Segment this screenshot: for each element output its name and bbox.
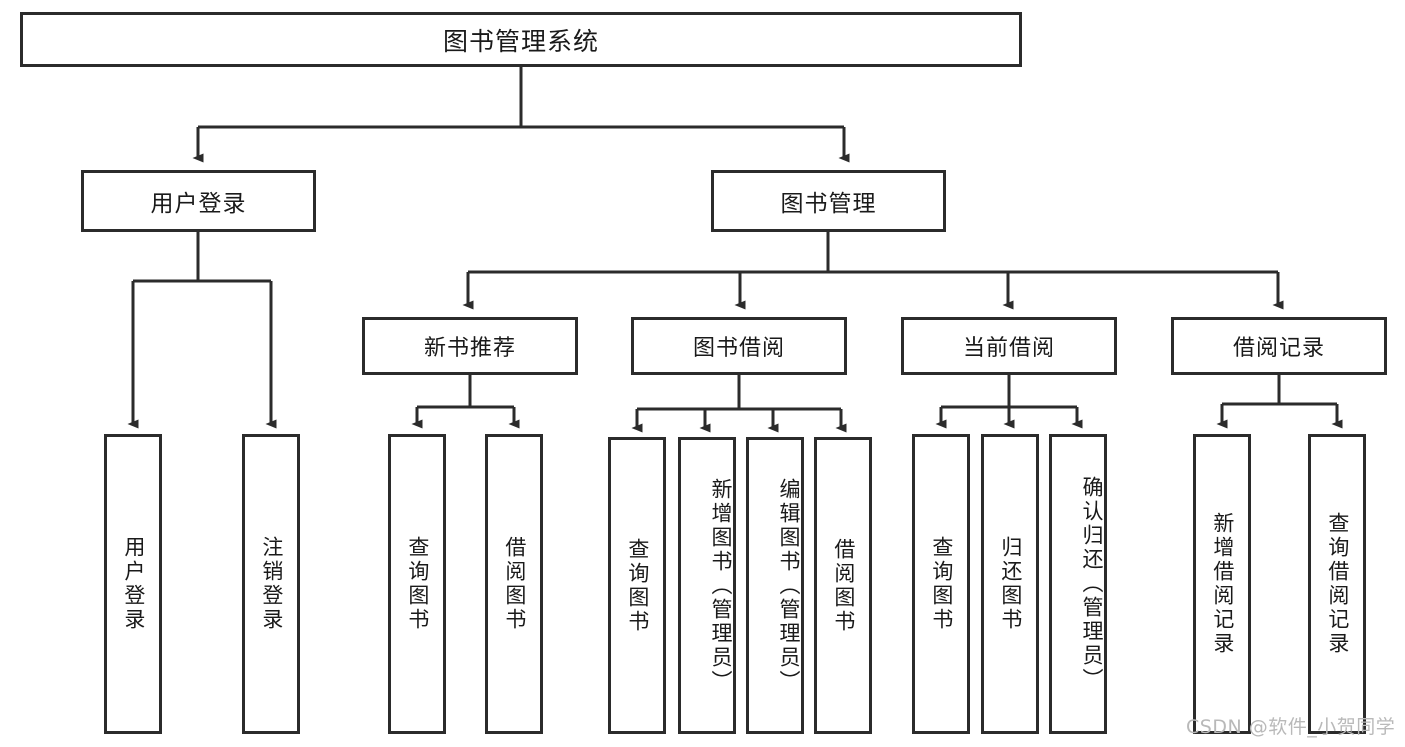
- node-borrow-record[interactable]: 借阅记录: [1171, 317, 1387, 375]
- leaf-borrow-record-add-record[interactable]: 新增借阅记录: [1193, 434, 1251, 734]
- leaf-user-login-logout[interactable]: 注销登录: [242, 434, 300, 734]
- leaf-new-book-query-book[interactable]: 查询图书: [388, 434, 446, 734]
- leaf-current-borrow-confirm-return-admin[interactable]: 确认归还（管理员）: [1049, 434, 1107, 734]
- leaf-book-borrow-add-book-admin[interactable]: 新增图书（管理员）: [678, 437, 736, 734]
- node-new-book-recommend[interactable]: 新书推荐: [362, 317, 578, 375]
- node-user-login[interactable]: 用户登录: [81, 170, 316, 232]
- leaf-current-borrow-return-book[interactable]: 归还图书: [981, 434, 1039, 734]
- csdn-watermark: CSDN @软件_小贺同学: [1186, 716, 1396, 738]
- leaf-new-book-borrow-book[interactable]: 借阅图书: [485, 434, 543, 734]
- node-current-borrow[interactable]: 当前借阅: [901, 317, 1117, 375]
- node-root-book-management-system[interactable]: 图书管理系统: [20, 12, 1022, 67]
- node-book-borrow[interactable]: 图书借阅: [631, 317, 847, 375]
- leaf-borrow-record-query-record[interactable]: 查询借阅记录: [1308, 434, 1366, 734]
- node-book-management[interactable]: 图书管理: [711, 170, 946, 232]
- leaf-book-borrow-borrow-book[interactable]: 借阅图书: [814, 437, 872, 734]
- leaf-user-login-login[interactable]: 用户登录: [104, 434, 162, 734]
- leaf-book-borrow-query-book[interactable]: 查询图书: [608, 437, 666, 734]
- leaf-book-borrow-edit-book-admin[interactable]: 编辑图书（管理员）: [746, 437, 804, 734]
- leaf-current-borrow-query-book[interactable]: 查询图书: [912, 434, 970, 734]
